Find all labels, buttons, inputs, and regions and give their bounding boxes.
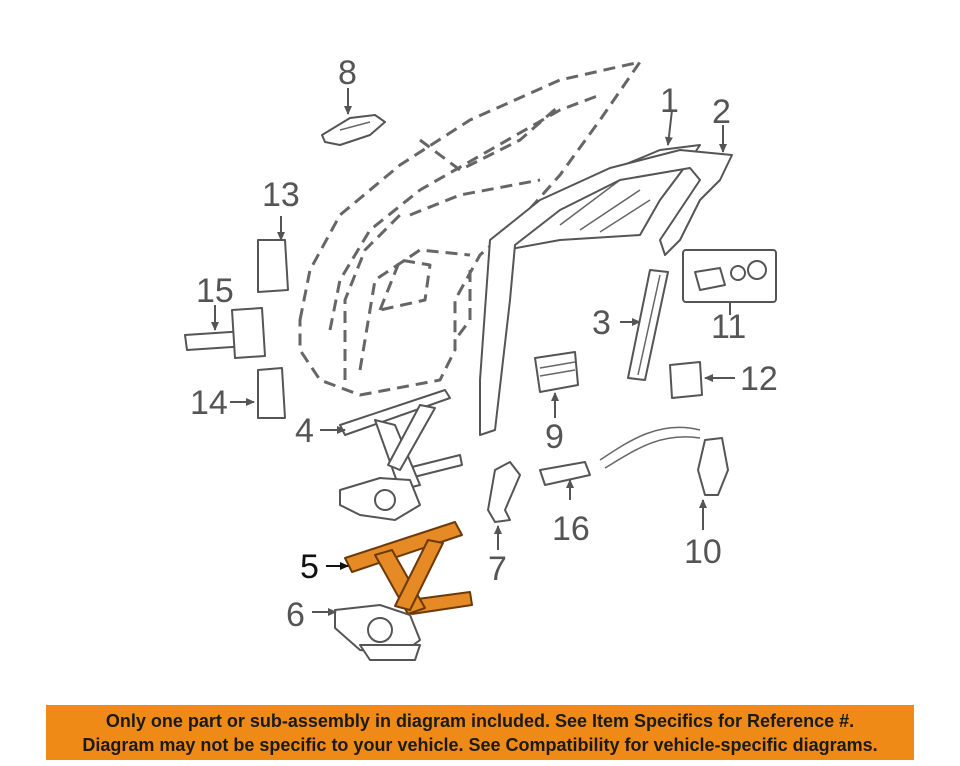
part-5-window-regulator-highlighted <box>344 521 473 615</box>
part-2-run-channel <box>479 149 733 436</box>
door-shell-outline <box>298 60 642 397</box>
part-15-door-check <box>184 307 266 359</box>
part-12-striker <box>669 361 703 399</box>
callout-12: 12 <box>740 360 778 398</box>
part-9-bracket <box>534 351 579 393</box>
part-14-lower-hinge <box>257 367 286 419</box>
parts-diagram: 1 2 3 4 5 6 7 8 9 10 11 12 13 14 15 16 <box>184 54 778 661</box>
callout-15: 15 <box>196 272 234 310</box>
callout-2: 2 <box>712 93 731 131</box>
part-8-inside-handle <box>321 114 386 146</box>
callout-5: 5 <box>300 548 319 586</box>
callout-labels: 1 2 3 4 5 6 7 8 9 10 11 12 13 14 15 16 <box>190 54 778 634</box>
part-7-window-crank <box>487 461 521 523</box>
callout-10: 10 <box>684 533 722 571</box>
part-4-window-regulator <box>339 389 463 521</box>
disclaimer-line-1: Only one part or sub-assembly in diagram… <box>105 710 855 731</box>
callout-11: 11 <box>711 308 746 346</box>
callout-13: 13 <box>262 176 300 214</box>
disclaimer-line-2: Diagram may not be specific to your vehi… <box>82 734 878 755</box>
callout-7: 7 <box>488 550 507 588</box>
callout-14: 14 <box>190 384 228 422</box>
callout-9: 9 <box>545 418 564 456</box>
callout-6: 6 <box>286 596 305 634</box>
callout-1: 1 <box>660 82 679 120</box>
part-6-regulator-motor <box>334 604 421 661</box>
callout-4: 4 <box>295 412 314 450</box>
callout-16: 16 <box>552 510 590 548</box>
part-3-glass-channel <box>627 269 669 381</box>
part-16-bracket <box>539 461 591 486</box>
part-11-lock-cylinder-kit <box>682 249 777 303</box>
part-10-door-lock <box>599 426 729 496</box>
part-13-upper-hinge <box>257 239 289 293</box>
leader-arrows <box>211 88 735 616</box>
callout-8: 8 <box>338 54 357 92</box>
callout-3: 3 <box>592 304 611 342</box>
disclaimer-banner: Only one part or sub-assembly in diagram… <box>46 705 914 760</box>
